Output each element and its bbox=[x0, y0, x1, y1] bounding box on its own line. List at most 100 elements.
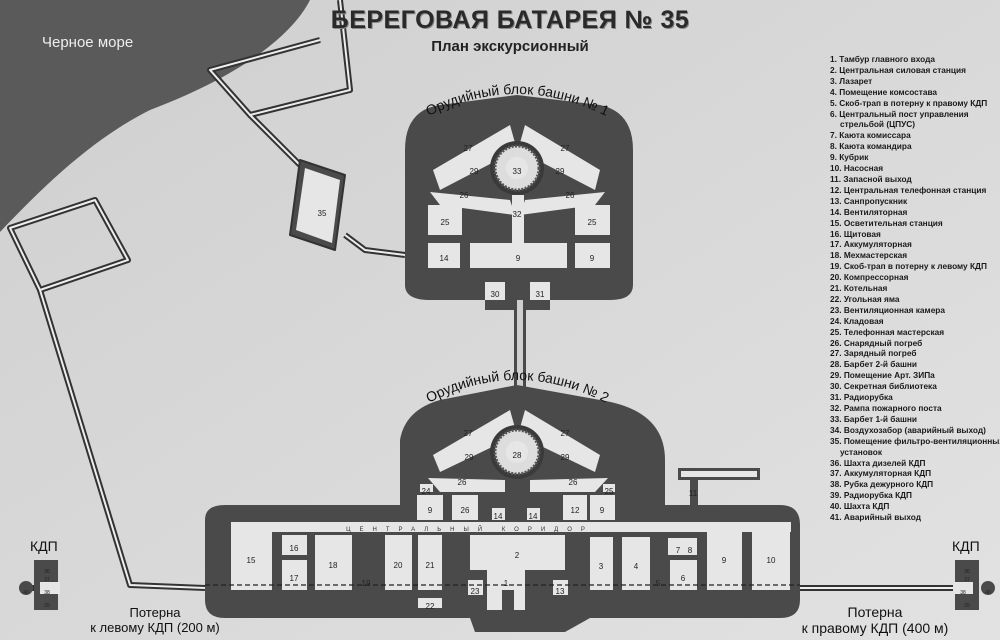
room-number: 15 bbox=[247, 556, 256, 565]
room-number: 39 bbox=[964, 603, 970, 609]
legend-item: 4. Помещение комсостава bbox=[830, 86, 938, 97]
legend-item: 6. Центральный пост управления стрельбой… bbox=[830, 108, 969, 130]
room-number: 9 bbox=[516, 254, 521, 263]
legend-item: 11. Запасной выход bbox=[830, 173, 912, 184]
legend-item: 15. Осветительная станция bbox=[830, 217, 943, 228]
tunnels bbox=[7, 0, 965, 591]
legend-item: 12. Центральная телефонная станция bbox=[830, 184, 987, 195]
legend-item: 27. Зарядный погреб bbox=[830, 348, 917, 359]
room-number: 14 bbox=[494, 512, 503, 521]
room-number: 26 bbox=[458, 478, 467, 487]
room-number: 12 bbox=[571, 506, 580, 515]
room-number: 19 bbox=[362, 579, 371, 588]
room-number: 29 bbox=[556, 167, 565, 176]
room-number: 37 bbox=[964, 577, 970, 583]
room-number: 28 bbox=[513, 451, 522, 460]
legend-item: 29. Помещение Арт. ЗИПа bbox=[830, 370, 935, 381]
legend-item: 31. Радиорубка bbox=[830, 392, 893, 403]
room-number: 39 bbox=[44, 603, 50, 609]
room-number: 40 bbox=[985, 590, 991, 596]
right-tunnel-line2: к правому КДП (400 м) bbox=[801, 620, 949, 636]
room-number: 21 bbox=[426, 561, 435, 570]
room-number: 26 bbox=[460, 191, 469, 200]
room-number: 31 bbox=[536, 290, 545, 299]
room-number: 22 bbox=[426, 602, 435, 611]
room-number: 13 bbox=[556, 587, 565, 596]
legend-item: 1. Тамбур главного входа bbox=[830, 54, 936, 64]
legend-item: 33. Барбет 1-й башни bbox=[830, 413, 918, 424]
legend-item: 22. Угольная яма bbox=[830, 293, 900, 304]
room-number: 29 bbox=[465, 453, 474, 462]
room-number: 27 bbox=[561, 429, 570, 438]
legend-item: 23. Вентиляционная камера bbox=[830, 304, 945, 315]
legend-item: 3. Лазарет bbox=[830, 75, 873, 86]
legend-item: 19. Скоб-трап в потерну к левому КДП bbox=[830, 261, 987, 272]
page-title: БЕРЕГОВАЯ БАТАРЕЯ № 35 bbox=[330, 6, 690, 34]
room-number: 7 bbox=[676, 546, 681, 555]
room-number: 38 bbox=[960, 590, 966, 596]
room-number: 27 bbox=[561, 144, 570, 153]
room-number: 14 bbox=[440, 254, 449, 263]
room-number: 9 bbox=[722, 556, 727, 565]
legend-item: 35. Помещение фильтро-вентиляционных уст… bbox=[830, 435, 1000, 457]
legend-item: 34. Воздухозабор (аварийный выход) bbox=[830, 424, 986, 435]
sea-label: Черное море bbox=[42, 34, 134, 51]
legend-item: 40. Шахта КДП bbox=[830, 501, 890, 512]
room-number: 16 bbox=[290, 544, 299, 553]
room-number: 29 bbox=[561, 453, 570, 462]
legend-item: 39. Радиорубка КДП bbox=[830, 490, 913, 501]
room-number: 11 bbox=[689, 489, 698, 498]
corridor-label: ЦЕНТРАЛЬНЫЙ КОРИДОР bbox=[346, 525, 594, 533]
room-number: 29 bbox=[470, 167, 479, 176]
room-number: 33 bbox=[513, 167, 522, 176]
kdp-left bbox=[19, 560, 60, 610]
room-number: 38 bbox=[44, 590, 50, 596]
legend-item: 25. Телефонная мастерская bbox=[830, 326, 945, 337]
tower-block-1 bbox=[405, 95, 633, 395]
legend-item: 24. Кладовая bbox=[830, 315, 884, 326]
room-number: 26 bbox=[569, 478, 578, 487]
page-subtitle: План экскурсионный bbox=[431, 38, 589, 55]
legend-item: 20. Компрессорная bbox=[830, 272, 909, 283]
kdp-left-label: КДП bbox=[30, 538, 58, 554]
room-number: 2 bbox=[515, 551, 520, 560]
room-number: 27 bbox=[464, 144, 473, 153]
photo-shadow bbox=[0, 0, 310, 232]
room-number: 32 bbox=[513, 210, 522, 219]
legend-item: 13. Санпропускник bbox=[830, 195, 908, 206]
room-number: 9 bbox=[428, 506, 433, 515]
room-number: 14 bbox=[529, 512, 538, 521]
legend-item: 30. Секретная библиотека bbox=[830, 381, 937, 392]
kdp-right-label: КДП bbox=[952, 538, 980, 554]
left-tunnel-label: Потерна к левому КДП (200 м) bbox=[70, 605, 240, 635]
room-number: 17 bbox=[290, 574, 299, 583]
legend-item: 21. Котельная bbox=[830, 283, 888, 294]
room-number: 5 bbox=[656, 579, 661, 588]
room-number: 10 bbox=[767, 556, 776, 565]
room-number: 9 bbox=[590, 254, 595, 263]
right-tunnel-label: Потерна к правому КДП (400 м) bbox=[790, 604, 960, 636]
room-number: 30 bbox=[491, 290, 500, 299]
room-number: 18 bbox=[329, 561, 338, 570]
right-tunnel-line1: Потерна bbox=[847, 604, 903, 620]
legend-item: 18. Мехмастерская bbox=[830, 250, 908, 261]
room-number: 6 bbox=[681, 574, 686, 583]
legend-item: 17. Аккумуляторная bbox=[830, 239, 912, 250]
room-number: 9 bbox=[600, 506, 605, 515]
room-number: 8 bbox=[688, 546, 693, 555]
room-number: 4 bbox=[634, 562, 639, 571]
legend-item: 36. Шахта дизелей КДП bbox=[830, 457, 926, 468]
kdp-right bbox=[953, 560, 995, 610]
room-number: 23 bbox=[471, 587, 480, 596]
legend-item: 5. Скоб-трап в потерну к правому КДП bbox=[830, 97, 988, 108]
legend-item: 8. Каюта командира bbox=[830, 141, 912, 152]
legend-item: 9. Кубрик bbox=[830, 152, 869, 163]
legend-item: 7. Каюта комиссара bbox=[830, 130, 911, 141]
room-number: 24 bbox=[422, 487, 431, 496]
legend-item: 10. Насосная bbox=[830, 163, 884, 174]
room-number: 36 bbox=[964, 569, 970, 575]
tower-block-2-and-main-block bbox=[205, 385, 800, 632]
room-number: 25 bbox=[605, 487, 614, 496]
